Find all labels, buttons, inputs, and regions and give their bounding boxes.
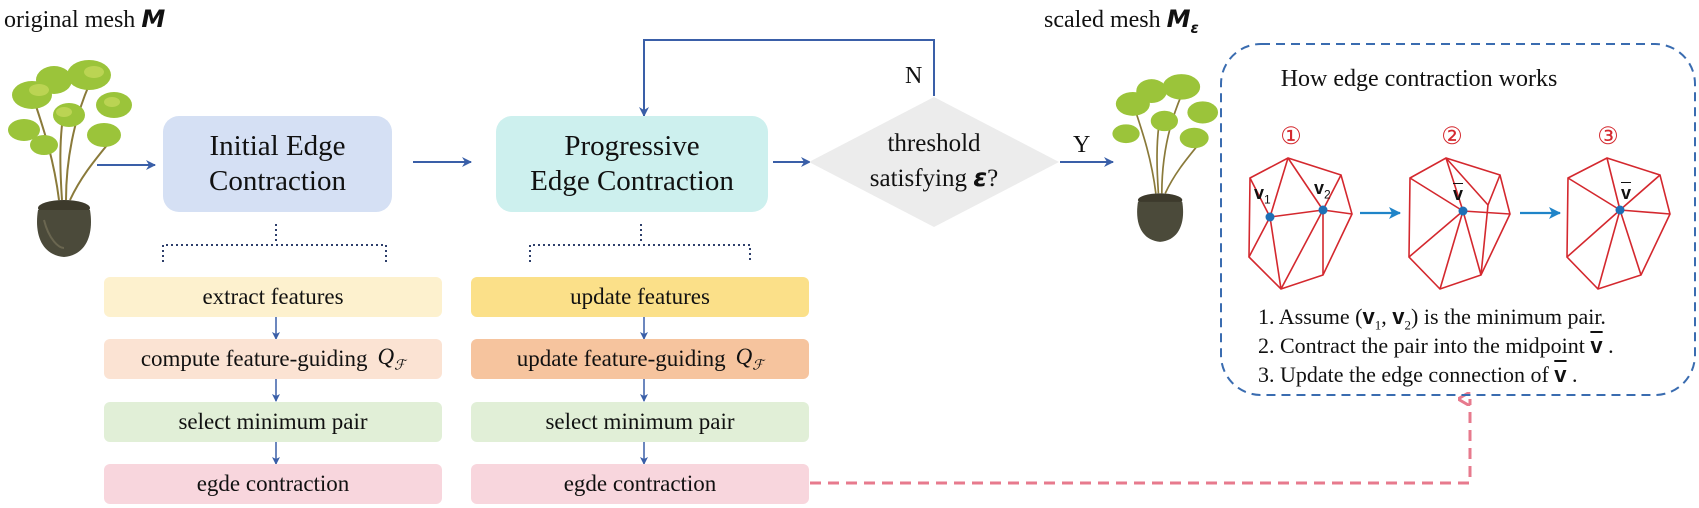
brace-progressive bbox=[529, 224, 751, 262]
step-marker-2: ② bbox=[1441, 124, 1463, 150]
scaled-mesh-label: scaled mesh Mε bbox=[1044, 5, 1199, 37]
arrow-decision-no-loop bbox=[639, 39, 935, 117]
panel-note-2: 2. Contract the pair into the midpoint v… bbox=[1258, 333, 1614, 358]
step-edge-contraction-initial: egde contraction bbox=[104, 464, 442, 504]
explanation-panel bbox=[1220, 43, 1696, 396]
step-edge-contraction-progressive: egde contraction bbox=[471, 464, 809, 504]
step-select-minimum-pair-initial: select minimum pair bbox=[104, 402, 442, 442]
vertex-vbar-1 bbox=[1458, 206, 1468, 216]
decision-no-label: N bbox=[905, 63, 923, 89]
original-mesh-plant-image bbox=[8, 60, 132, 257]
decision-text: threshold satisfying ε? bbox=[869, 130, 999, 192]
panel-note-3: 3. Update the edge connection of v . bbox=[1258, 362, 1578, 387]
step-marker-3: ③ bbox=[1597, 124, 1619, 150]
progressive-edge-contraction-box: Progressive Edge Contraction bbox=[496, 116, 768, 212]
vbar-label-2: v bbox=[1621, 183, 1632, 203]
mesh-after-contraction bbox=[1566, 157, 1671, 290]
brace-initial bbox=[162, 224, 387, 262]
decision-diamond bbox=[809, 97, 1059, 227]
original-mesh-label: original mesh M bbox=[4, 5, 166, 33]
mesh-midpoint bbox=[1408, 157, 1511, 290]
vertex-v2 bbox=[1318, 205, 1328, 215]
decision-yes-label: Y bbox=[1073, 132, 1091, 158]
vertex-vbar-2 bbox=[1615, 205, 1625, 215]
panel-title: How edge contraction works bbox=[1280, 66, 1558, 92]
step-update-features: update features bbox=[471, 277, 809, 317]
vbar-label-1: v bbox=[1453, 184, 1464, 204]
dashed-link-to-panel bbox=[810, 399, 1472, 485]
vertex-v1 bbox=[1265, 212, 1275, 222]
step-marker-1: ① bbox=[1280, 124, 1302, 150]
panel-note-1: 1. Assume (v1, v2) is the minimum pair. bbox=[1258, 304, 1606, 333]
v2-label: v2 bbox=[1314, 178, 1331, 202]
initial-edge-contraction-box: Initial Edge Contraction bbox=[163, 116, 392, 212]
mesh-before-contraction bbox=[1248, 157, 1353, 290]
step-extract-features: extract features bbox=[104, 277, 442, 317]
v1-label: v1 bbox=[1254, 183, 1271, 207]
step-update-feature-guiding: update feature-guiding Qℱ bbox=[471, 339, 809, 379]
scaled-mesh-plant-image bbox=[1112, 74, 1219, 242]
step-compute-feature-guiding: compute feature-guiding Qℱ bbox=[104, 339, 442, 379]
step-select-minimum-pair-progressive: select minimum pair bbox=[471, 402, 809, 442]
